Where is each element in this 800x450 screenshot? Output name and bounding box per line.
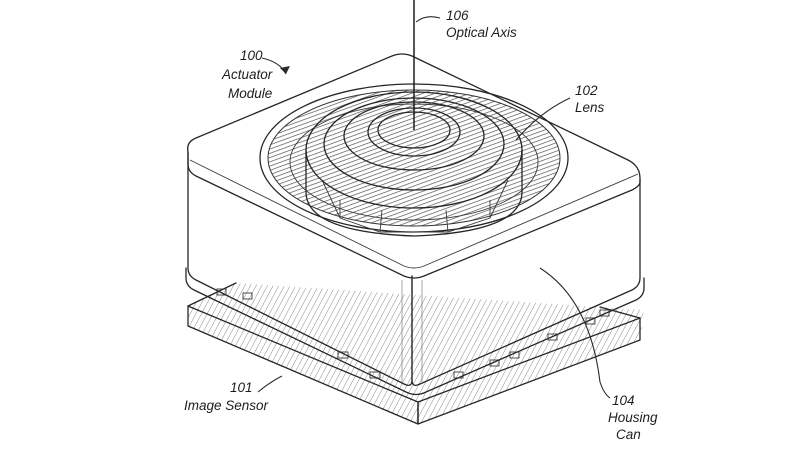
label-housing-can-line1: Housing bbox=[608, 410, 658, 425]
label-lens-text: Lens bbox=[575, 100, 605, 115]
label-lens: 102 Lens bbox=[575, 83, 605, 115]
label-image-sensor-text: Image Sensor bbox=[184, 398, 269, 413]
label-image-sensor-number: 101 bbox=[230, 380, 253, 395]
label-actuator-module-line1: Actuator bbox=[221, 67, 273, 82]
label-lens-number: 102 bbox=[575, 83, 598, 98]
label-optical-axis-text: Optical Axis bbox=[446, 25, 517, 40]
label-actuator-module-line2: Module bbox=[228, 86, 272, 101]
leader-106 bbox=[415, 16, 441, 23]
label-image-sensor: 101 Image Sensor bbox=[184, 380, 269, 413]
leader-101 bbox=[257, 375, 283, 393]
label-housing-can: 104 Housing Can bbox=[608, 393, 658, 442]
label-optical-axis-number: 106 bbox=[446, 8, 469, 23]
leader-102 bbox=[515, 97, 571, 141]
label-housing-can-line2: Can bbox=[616, 427, 641, 442]
housing-can bbox=[185, 53, 645, 396]
label-actuator-module: 100 Actuator Module bbox=[221, 48, 273, 101]
label-optical-axis: 106 Optical Axis bbox=[446, 8, 517, 40]
leader-104 bbox=[539, 267, 611, 399]
label-housing-can-number: 104 bbox=[612, 393, 635, 408]
label-actuator-module-number: 100 bbox=[240, 48, 263, 63]
leader-100-arrowhead bbox=[280, 66, 290, 74]
image-sensor-board bbox=[187, 282, 644, 425]
